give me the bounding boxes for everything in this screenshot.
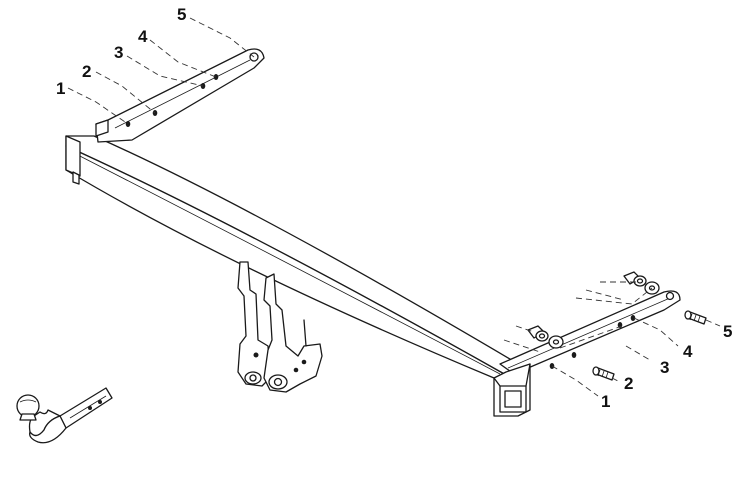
cross-beam: [65, 135, 521, 379]
right-mounting-arm: [499, 290, 681, 375]
callout-left-1: 1: [56, 79, 65, 98]
callout-right-4: 4: [683, 342, 693, 361]
callout-left-4: 4: [138, 27, 148, 46]
callout-right-5: 5: [723, 322, 732, 341]
leader-lines-left: [67, 17, 255, 125]
callout-left-2: 2: [82, 62, 91, 81]
hardware-nuts-washers: [527, 271, 660, 349]
callout-right-1: 1: [601, 392, 610, 411]
callout-left-5: 5: [177, 5, 186, 24]
receiver-tube-end: [493, 363, 531, 417]
callout-right-3: 3: [660, 358, 669, 377]
callouts-right: 1 2 3 4 5: [601, 322, 732, 411]
ball-mount-bracket: [237, 261, 323, 393]
hardware-bolts: [592, 310, 707, 381]
callout-right-2: 2: [624, 374, 633, 393]
leader-lines-right: [503, 281, 721, 397]
left-mounting-arm: [95, 48, 265, 143]
callouts-left: 1 2 3 4 5: [56, 5, 186, 98]
callout-left-3: 3: [114, 43, 123, 62]
tow-ball-neck: [16, 387, 113, 444]
